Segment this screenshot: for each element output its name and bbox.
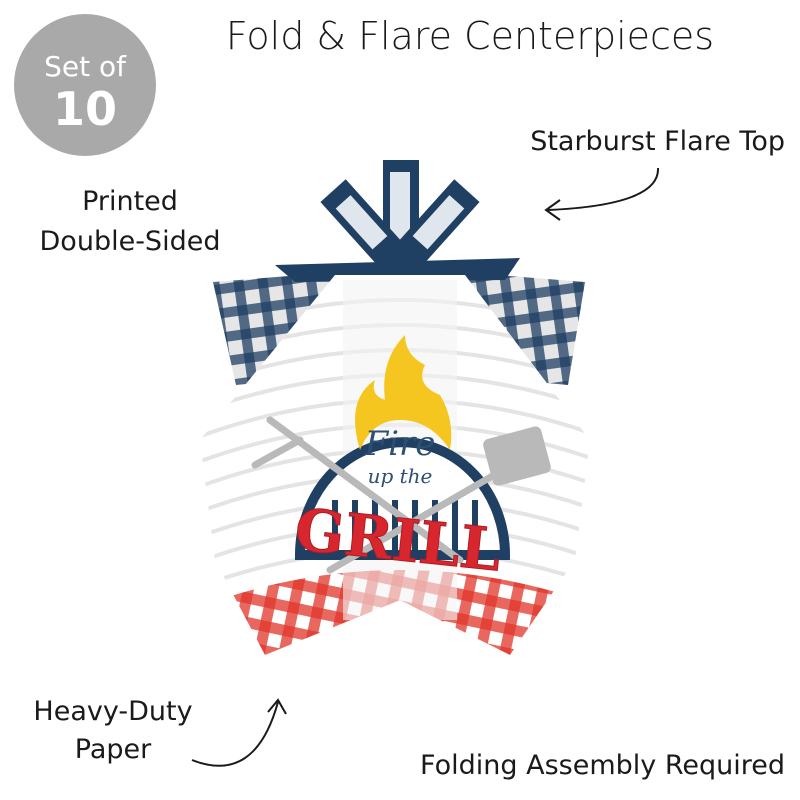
- badge-count: 10: [52, 82, 117, 136]
- grill-emblem: Fire up the GRILL: [251, 335, 551, 585]
- callout-paper: Paper: [74, 734, 152, 765]
- callout-assembly: Folding Assembly Required: [420, 750, 785, 781]
- artwork-up-the-text: up the: [368, 464, 433, 488]
- starburst-flare: [275, 160, 520, 282]
- flame-icon: [355, 335, 452, 450]
- callout-heavy-duty: Heavy-Duty: [33, 696, 193, 727]
- callout-starburst: Starburst Flare Top: [530, 126, 785, 157]
- arrow-paper-icon: [191, 698, 287, 767]
- page-title: Fold & Flare Centerpieces: [225, 14, 715, 58]
- callout-printed: Printed: [82, 186, 178, 217]
- arrow-starburst-icon: [544, 167, 660, 221]
- badge-label: Set of: [44, 50, 126, 83]
- callout-double-sided: Double-Sided: [39, 226, 221, 257]
- set-of-badge: Set of 10: [14, 14, 156, 156]
- artwork-fire-text: Fire: [364, 424, 436, 464]
